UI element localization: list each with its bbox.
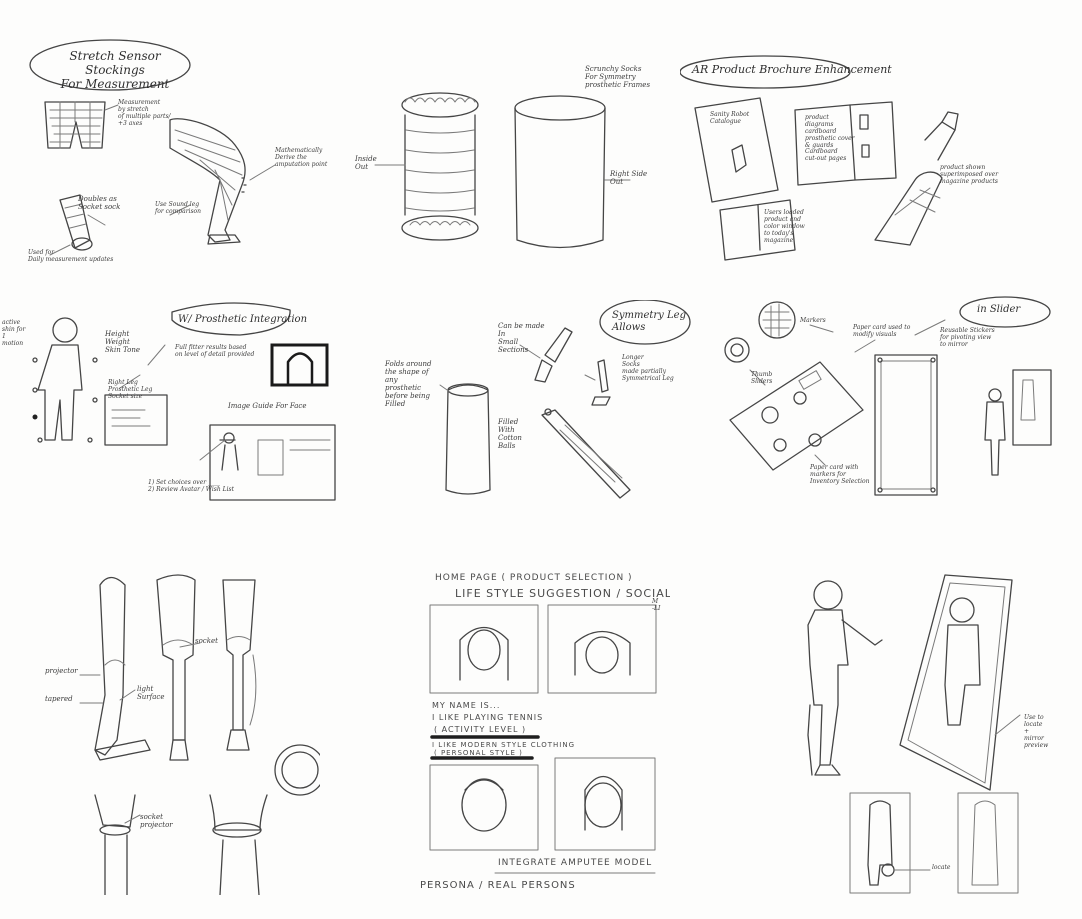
- tapered-label: tapered: [45, 695, 73, 703]
- mirror-note: Use to locate + mirror preview: [1024, 714, 1049, 749]
- right-side-out-note: Right Side Out: [610, 170, 648, 187]
- leg-views-drawing: [79, 574, 320, 895]
- ar-title: AR Product Brochure Enhancement: [692, 63, 892, 76]
- catalogue-label: Sanity Robot Catalogue: [710, 111, 750, 125]
- symmetry-leg-sketch: Symmetry Leg Allows Can be made In Small…: [370, 300, 700, 510]
- filled-note: Filled With Cotton Balls: [498, 418, 522, 451]
- light-surface-label: light Surface: [137, 685, 165, 702]
- mirror-preview-sketch: Use to locate + mirror preview locate: [780, 565, 1060, 895]
- measurement-note: Measurement by stretch of multiple parts…: [118, 99, 171, 127]
- activity-level: ( ACTIVITY LEVEL ): [434, 725, 527, 734]
- used-for-note: Used for Daily measurement updates: [28, 249, 114, 263]
- integration-title: W/ Prosthetic Integration: [178, 314, 308, 325]
- thumb-sliders-note: Thumb Sliders: [751, 371, 773, 385]
- projector-label: projector: [45, 667, 78, 675]
- scrunchy-title: Scrunchy Socks For Symmetry prosthetic F…: [585, 65, 651, 90]
- paper-card-note: Paper card used to modify visuals: [853, 324, 911, 338]
- personal-style: ( PERSONAL STYLE ): [434, 749, 523, 757]
- integrate-amputee: INTEGRATE AMPUTEE MODEL: [498, 858, 653, 868]
- scrunchy-socks-sketch: Scrunchy Socks For Symmetry prosthetic F…: [350, 40, 670, 275]
- socket-label: socket: [195, 637, 218, 645]
- symmetry-title: Symmetry Leg Allows: [612, 310, 686, 333]
- home-page-wireframe: HOME PAGE ( PRODUCT SELECTION ) LIFE STY…: [420, 565, 670, 895]
- locate-label: locate: [932, 864, 951, 871]
- socket-projector-label: socket projector: [140, 813, 173, 830]
- mirror-preview-drawing: [807, 574, 1021, 894]
- double-sock-note: Doubles as Socket sock: [78, 195, 121, 212]
- slider-drawing: [724, 296, 1052, 496]
- ar-brochure-drawing: [680, 55, 959, 261]
- right-leg-note: Right Leg Prosthetic Leg Socket size: [108, 379, 153, 400]
- ar-brochure-sketch: AR Product Brochure Enhancement Sanity R…: [680, 50, 1050, 265]
- brochure-note: product diagrams cardboard prosthetic co…: [805, 114, 855, 163]
- persona-line: PERSONA / REAL PERSONS: [420, 880, 576, 891]
- height-note: Height Weight Skin Tone: [105, 330, 140, 355]
- edge-note: active shin for 1 motion: [2, 319, 26, 347]
- slider-sketch: in Slider Markers Paper card used to mod…: [715, 290, 1060, 500]
- image-guide-note: Image Guide For Face: [228, 402, 307, 410]
- lifestyle-side: M -LI: [652, 598, 661, 612]
- stretch-sensor-title: Stretch Sensor Stockings For Measurement: [60, 49, 170, 91]
- full-fitter-note: Full fitter results based on level of de…: [175, 344, 255, 358]
- stretch-sensor-drawing: [29, 39, 276, 256]
- worn-note: Users loaded product and color window to…: [764, 209, 805, 244]
- markers-note: Markers: [800, 317, 826, 324]
- reusable-note: Reusable Stickers for pivoting view to m…: [940, 327, 995, 348]
- leg-views-sketch: projector tapered socket light Surface s…: [45, 565, 320, 895]
- prosthetic-integration-sketch: W/ Prosthetic Integration active shin fo…: [0, 300, 340, 510]
- longer-socks-note: Longer Socks made partially Symmetrical …: [622, 354, 674, 382]
- product-shown-note: product shown superimposed over magazine…: [940, 164, 999, 185]
- sound-leg-note: Use Sound leg for comparison: [155, 201, 202, 215]
- inside-out-note: Inside Out: [355, 155, 377, 172]
- symmetry-leg-drawing: [439, 300, 691, 499]
- tennis-line: I LIKE PLAYING TENNIS: [432, 713, 544, 722]
- paper-markers-note: Paper card with markers for Inventory Se…: [810, 464, 870, 485]
- slider-title: in Slider: [977, 304, 1021, 315]
- home-page-header: HOME PAGE ( PRODUCT SELECTION ): [435, 573, 633, 583]
- mathematically-note: Mathematically Derive the amputation poi…: [275, 147, 328, 168]
- prosthetic-integration-drawing: [32, 302, 336, 501]
- lifestyle-header: LIFE STYLE SUGGESTION / SOCIAL: [455, 587, 670, 600]
- folds-note: Folds around the shape of any prosthetic…: [385, 360, 432, 409]
- can-be-made-note: Can be made In Small Sections: [498, 322, 545, 355]
- my-name: MY NAME IS...: [432, 701, 501, 710]
- clothing-line: I LIKE MODERN STYLE CLOTHING: [432, 741, 576, 749]
- stretch-sensor-sketch: Stretch Sensor Stockings For Measurement…: [20, 30, 335, 275]
- home-page-drawing: [429, 604, 657, 874]
- scrunchy-socks-drawing: [374, 92, 631, 249]
- steps-note: 1) Set choices over ____ 2) Review Avata…: [148, 479, 235, 493]
